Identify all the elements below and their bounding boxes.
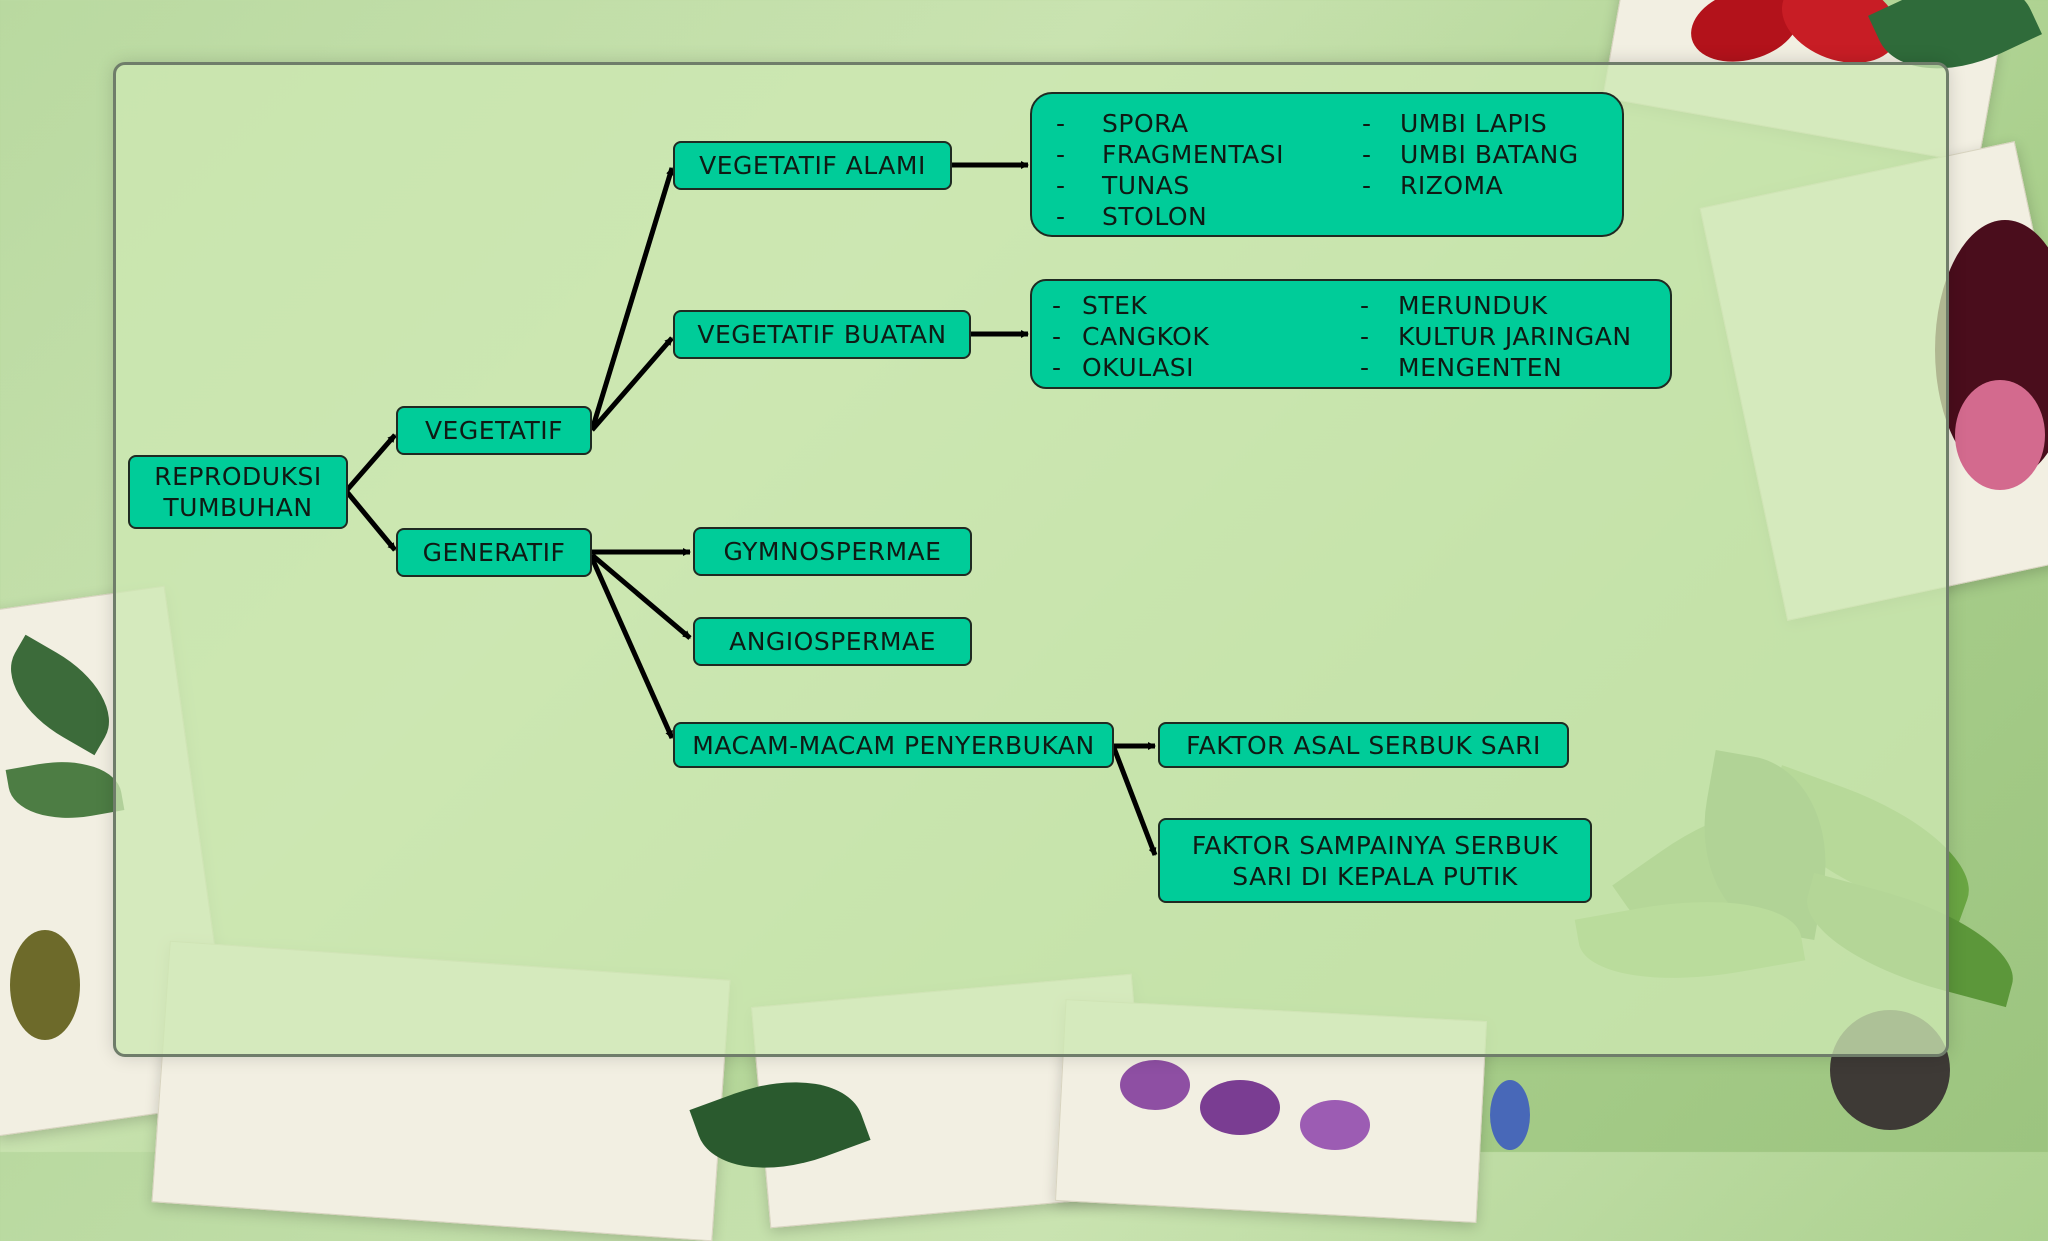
list-item: OKULASI <box>1082 353 1195 382</box>
bullet-dash: - <box>1360 322 1370 351</box>
node-macam-penyerbukan: MACAM-MACAM PENYERBUKAN <box>673 722 1114 768</box>
node-reproduksi-tumbuhan: REPRODUKSI TUMBUHAN <box>128 455 348 529</box>
node-label: FAKTOR SAMPAINYA SERBUK <box>1191 830 1559 860</box>
list-item: UMBI BATANG <box>1400 140 1579 169</box>
bullet-dash: - <box>1052 322 1062 351</box>
node-angiospermae: ANGIOSPERMAE <box>693 617 972 666</box>
fruit <box>10 930 80 1040</box>
node-label: ANGIOSPERMAE <box>729 627 936 656</box>
node-label: VEGETATIF BUATAN <box>697 320 947 349</box>
calla-flower <box>1955 380 2045 490</box>
list-item: STEK <box>1082 291 1148 320</box>
list-item: SPORA <box>1102 109 1189 138</box>
list-item: RIZOMA <box>1400 171 1504 200</box>
node-label: TUMBUHAN <box>163 493 313 522</box>
arrow-root-generatif <box>345 490 397 552</box>
arrow-macam-sampai <box>1111 747 1158 856</box>
list-item: UMBI LAPIS <box>1400 109 1548 138</box>
node-gymnospermae: GYMNOSPERMAE <box>693 527 972 576</box>
bullet-dash: - <box>1056 202 1066 231</box>
node-label: MACAM-MACAM PENYERBUKAN <box>692 730 1095 760</box>
bullet-dash: - <box>1362 140 1372 169</box>
node-label: SARI DI KEPALA PUTIK <box>1232 861 1518 891</box>
vegetatif-alami-list: - - - - SPORA FRAGMENTASI TUNAS STOLON -… <box>1030 92 1624 237</box>
list-item: FRAGMENTASI <box>1102 140 1285 169</box>
arrow-generatif-macam <box>589 556 675 740</box>
bullet-dash: - <box>1052 353 1062 382</box>
bullet-dash: - <box>1056 140 1066 169</box>
bullet-dash: - <box>1360 353 1370 382</box>
bullet-dash: - <box>1056 109 1066 138</box>
arrow-root-vegetatif <box>345 433 397 492</box>
node-label: VEGETATIF ALAMI <box>699 151 926 180</box>
bullet-dash: - <box>1362 171 1372 200</box>
list-item: MENGENTEN <box>1398 353 1563 382</box>
node-vegetatif-buatan: VEGETATIF BUATAN <box>673 310 971 359</box>
bullet-dash: - <box>1362 109 1372 138</box>
list-item: TUNAS <box>1102 171 1190 200</box>
arrow-vegetatif-buatan <box>590 336 674 432</box>
node-faktor-asal: FAKTOR ASAL SERBUK SARI <box>1158 722 1569 768</box>
connector-arrows <box>345 161 1158 856</box>
node-label: FAKTOR ASAL SERBUK SARI <box>1186 730 1541 760</box>
blue-flower <box>1490 1080 1530 1150</box>
node-label: GENERATIF <box>422 538 566 567</box>
bullet-dash: - <box>1056 171 1066 200</box>
node-generatif: GENERATIF <box>396 528 592 577</box>
list-item: CANGKOK <box>1082 322 1210 351</box>
node-label: REPRODUKSI <box>154 462 322 491</box>
purple-flower <box>1200 1080 1280 1135</box>
arrow-vegetatif-alami <box>589 167 675 431</box>
node-vegetatif-alami: VEGETATIF ALAMI <box>673 141 952 190</box>
bullet-dash: - <box>1360 291 1370 320</box>
node-label: VEGETATIF <box>424 416 564 445</box>
node-faktor-sampai: FAKTOR SAMPAINYA SERBUK SARI DI KEPALA P… <box>1158 818 1592 903</box>
list-item: STOLON <box>1102 202 1208 231</box>
purple-flower <box>1300 1100 1370 1150</box>
bullet-dash: - <box>1052 291 1062 320</box>
node-vegetatif: VEGETATIF <box>396 406 592 455</box>
arrow-generatif-angio <box>590 553 692 640</box>
purple-flower <box>1120 1060 1190 1110</box>
node-label: GYMNOSPERMAE <box>723 537 942 566</box>
list-item: KULTUR JARINGAN <box>1398 322 1632 351</box>
vegetatif-buatan-list: - - - STEK CANGKOK OKULASI - - - MERUNDU… <box>1030 279 1672 389</box>
list-item: MERUNDUK <box>1398 291 1548 320</box>
